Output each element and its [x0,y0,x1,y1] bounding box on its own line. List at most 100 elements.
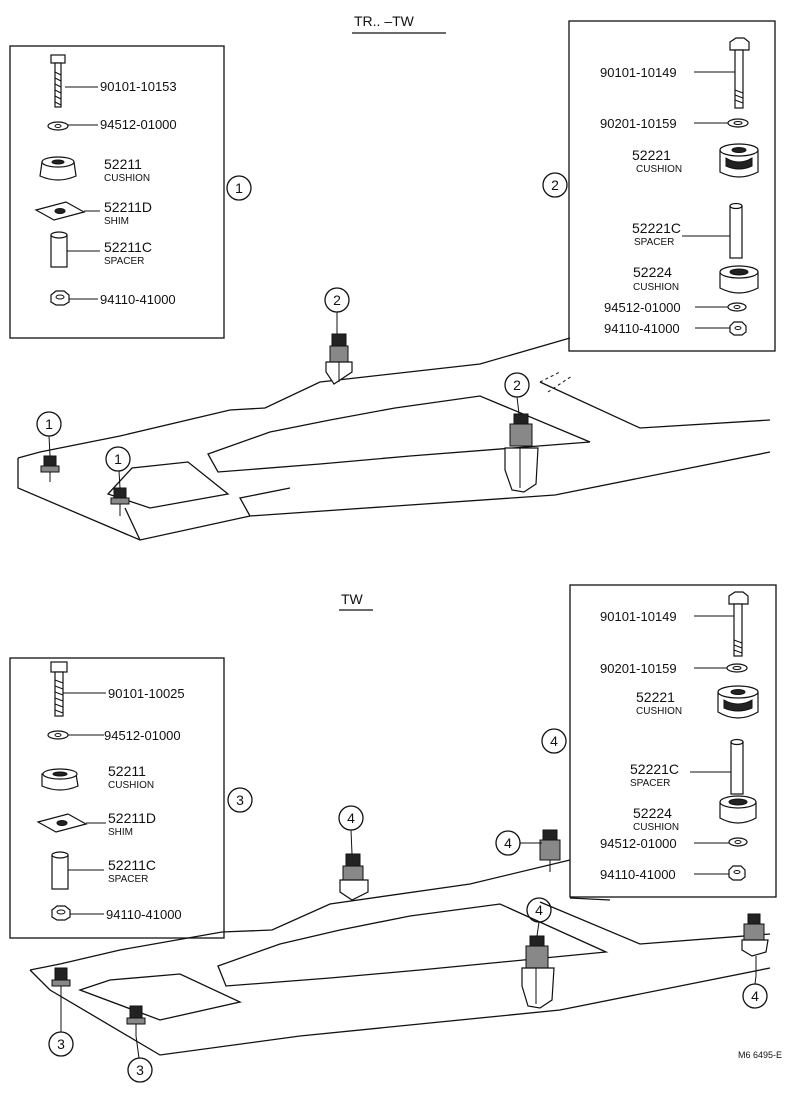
callout-1-label: 1 [45,416,53,432]
box-3-frame [9,657,225,939]
washer-icon [726,663,748,673]
box-3-part-number: 52211D [108,810,156,826]
box-4-part-number: 94512-01000 [600,836,677,851]
spacer-icon [729,202,743,259]
top-section-header: TR.. –TW [354,13,415,29]
callout-2-label: 2 [513,377,521,393]
cushion-icon [719,143,759,178]
callout-1-circle [226,175,252,201]
washer-icon [727,118,749,128]
figure-code: M6 6495-E [738,1050,782,1060]
top-chassis-frame [17,333,771,541]
frame-mount-icon [504,413,539,493]
callout-1-label: 1 [114,451,122,467]
callout-4-circle [541,728,567,754]
callout-3-label: 3 [57,1036,65,1052]
box-2-part-name: CUSHION [633,282,679,293]
box-2-frame [568,20,776,352]
washer-icon [728,837,748,847]
box-4-part-name: CUSHION [633,822,679,833]
bolt-icon [50,54,66,108]
cushion-icon [39,156,77,181]
box-2-part-name: CUSHION [636,164,682,175]
callout-1-circle [105,446,131,472]
nut-icon [51,905,71,921]
box-1-part-number: 52211 [104,156,142,172]
nut-icon [729,321,747,336]
frame-mount-icon [40,455,60,482]
box-1-part-name: CUSHION [104,173,150,184]
box-3-part-name: SPACER [108,874,148,885]
nut-icon [50,290,70,306]
frame-mount-icon [126,1005,146,1036]
callout-4-label: 4 [504,835,512,851]
washer-icon [727,302,747,312]
frame-mount-icon [339,853,369,901]
box-3-part-number: 94512-01000 [104,728,181,743]
cushion-icon [41,768,79,791]
box-2-part-number: 52221C [632,220,681,236]
frame-mount-icon [51,967,71,998]
box-2-parts-group: 90101-10149 90201-10159 52221 CUSHION 52… [568,20,776,352]
callout-4-label: 4 [751,988,759,1004]
box-3-part-number: 94110-41000 [106,907,182,922]
box-4-part-name: SPACER [630,778,670,789]
box-4-part-number: 52221C [630,761,679,777]
frame-mount-icon [521,935,555,1009]
callout-4-label: 4 [535,902,543,918]
frame-mount-icon [325,333,353,385]
box-4-part-number: 90101-10149 [600,609,677,624]
box-4-parts-group: 90101-10149 90201-10159 52221 CUSHION 52… [569,584,777,898]
cushion-icon [717,685,759,719]
box-3-part-number: 90101-10025 [108,686,185,701]
box-3-part-number: 52211C [108,857,156,873]
spacer-icon [730,738,744,795]
callout-2-label: 2 [333,292,341,308]
bolt-icon [50,661,68,717]
nut-icon [728,865,746,881]
callout-2-label: 2 [551,177,559,193]
washer-icon [47,730,69,740]
box-1-frame [9,45,225,339]
frame-mount-icon [539,829,561,872]
box-1-part-name: SHIM [104,216,129,227]
shim-icon [36,813,88,833]
box-2-part-number: 90101-10149 [600,65,677,80]
box-1-part-number: 52211D [104,199,152,215]
bolt-icon [729,37,750,109]
spacer-icon [51,851,69,890]
box-3-part-name: CUSHION [108,780,154,791]
callout-3-label: 3 [236,792,244,808]
box-4-part-number: 94110-41000 [600,867,676,882]
box-2-part-number: 94110-41000 [604,321,680,336]
box-3-part-name: SHIM [108,827,133,838]
frame-mount-icon [741,913,769,976]
box-2-part-number: 94512-01000 [604,300,681,315]
box-4-frame [569,584,777,898]
box-2-part-name: SPACER [634,237,674,248]
callout-3-circle [227,787,253,813]
bottom-section-header: TW [341,591,364,607]
box-2-part-number: 52224 [633,264,672,280]
callout-4-label: 4 [550,733,558,749]
callout-3-circle [127,1057,153,1083]
bolt-icon [728,591,749,657]
box-2-part-number: 90201-10159 [600,116,677,131]
shim-icon [34,201,86,221]
box-4-part-number: 52224 [633,805,672,821]
cushion-icon [719,265,759,294]
box-4-part-number: 52221 [636,689,675,705]
box-4-part-number: 90201-10159 [600,661,677,676]
callout-3-label: 3 [136,1062,144,1078]
box-4-part-name: CUSHION [636,706,682,717]
box-3-parts-group: 90101-10025 94512-01000 52211 CUSHION 52… [9,657,225,939]
cushion-icon [719,795,757,824]
spacer-icon [50,231,68,268]
bottom-chassis-frame [29,829,771,1056]
box-2-part-number: 52221 [632,147,671,163]
callout-4-label: 4 [347,810,355,826]
box-1-part-number: 52211C [104,239,152,255]
washer-icon [47,121,69,131]
box-1-part-number: 90101-10153 [100,79,177,94]
